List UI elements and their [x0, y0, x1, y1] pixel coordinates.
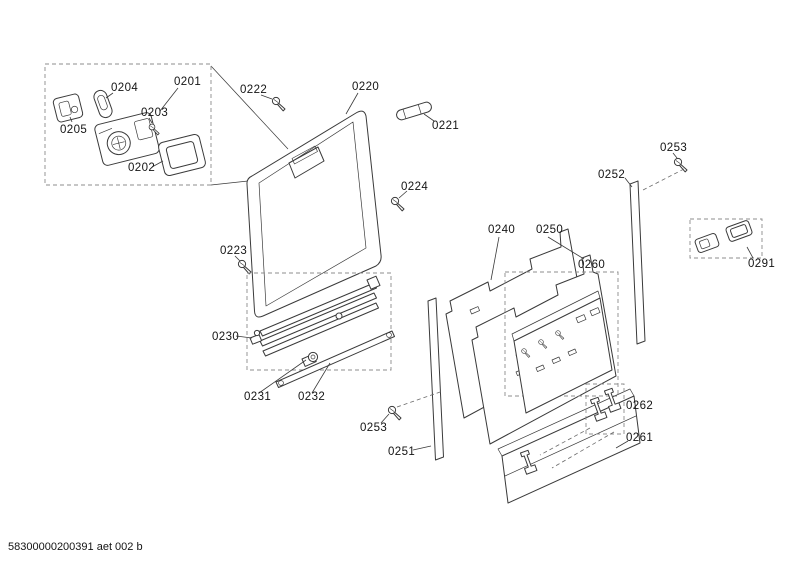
- trim-strip-0252: [629, 180, 646, 345]
- part-label-0261: 0261: [626, 432, 653, 444]
- part-label-0224: 0224: [401, 181, 428, 193]
- part-label-0260: 0260: [578, 259, 605, 271]
- screw-0222: [271, 96, 286, 112]
- part-labels: 0201 0204 0203 0205 0202 0222 0220 0221 …: [60, 76, 775, 458]
- part-label-0221: 0221: [432, 120, 459, 132]
- window-frame-0202: [158, 133, 206, 177]
- base-panel-0261: [497, 388, 641, 504]
- part-label-0291: 0291: [748, 258, 775, 270]
- part-label-0201: 0201: [174, 76, 201, 88]
- part-label-0231: 0231: [244, 391, 271, 403]
- part-label-0253-top: 0253: [660, 142, 687, 154]
- part-label-0204: 0204: [111, 82, 138, 94]
- clamp-0231: [301, 351, 319, 367]
- part-label-0253-bottom: 0253: [360, 422, 387, 434]
- part-label-0262: 0262: [626, 400, 653, 412]
- cap-part-0204: [93, 89, 113, 119]
- clips-group-0291: [689, 218, 763, 259]
- part-label-0222: 0222: [240, 84, 267, 96]
- handle-part-0221: [396, 101, 432, 121]
- dispenser-assembly-0201: [94, 112, 160, 166]
- part-label-0223: 0223: [220, 245, 247, 257]
- part-label-0205: 0205: [60, 124, 87, 136]
- callout-box-outline: [44, 63, 212, 186]
- part-label-0251: 0251: [388, 446, 415, 458]
- detail-box-0201: [44, 63, 212, 186]
- clip-solid-0291: [694, 233, 720, 253]
- document-code: 58300000200391 aet 002 b: [8, 541, 143, 553]
- screw-0253-top: [673, 157, 688, 173]
- part-0205: [52, 93, 84, 123]
- part-label-0230: 0230: [212, 331, 239, 343]
- decor-panel-group-0260: [504, 271, 619, 414]
- part-label-0202: 0202: [128, 162, 155, 174]
- screw-0223: [237, 259, 252, 275]
- trim-strip-0251: [427, 297, 444, 461]
- door-outer-panel-0220: [246, 110, 382, 318]
- dispenser-cutout: [288, 146, 325, 179]
- rail-0232: [275, 330, 395, 388]
- part-label-0220: 0220: [352, 81, 379, 93]
- fixing-strips-group-0230: [246, 272, 392, 371]
- part-label-0203: 0203: [141, 107, 168, 119]
- part-label-0232: 0232: [298, 391, 325, 403]
- leader-lines: [69, 87, 754, 451]
- part-label-0250: 0250: [536, 224, 563, 236]
- screw-0253-bottom: [387, 405, 402, 421]
- screw-0224: [390, 196, 405, 212]
- clip-frame-0291: [725, 220, 753, 242]
- brackets-group-0262: [518, 383, 625, 475]
- part-label-0240: 0240: [488, 224, 515, 236]
- part-label-0252: 0252: [598, 169, 625, 181]
